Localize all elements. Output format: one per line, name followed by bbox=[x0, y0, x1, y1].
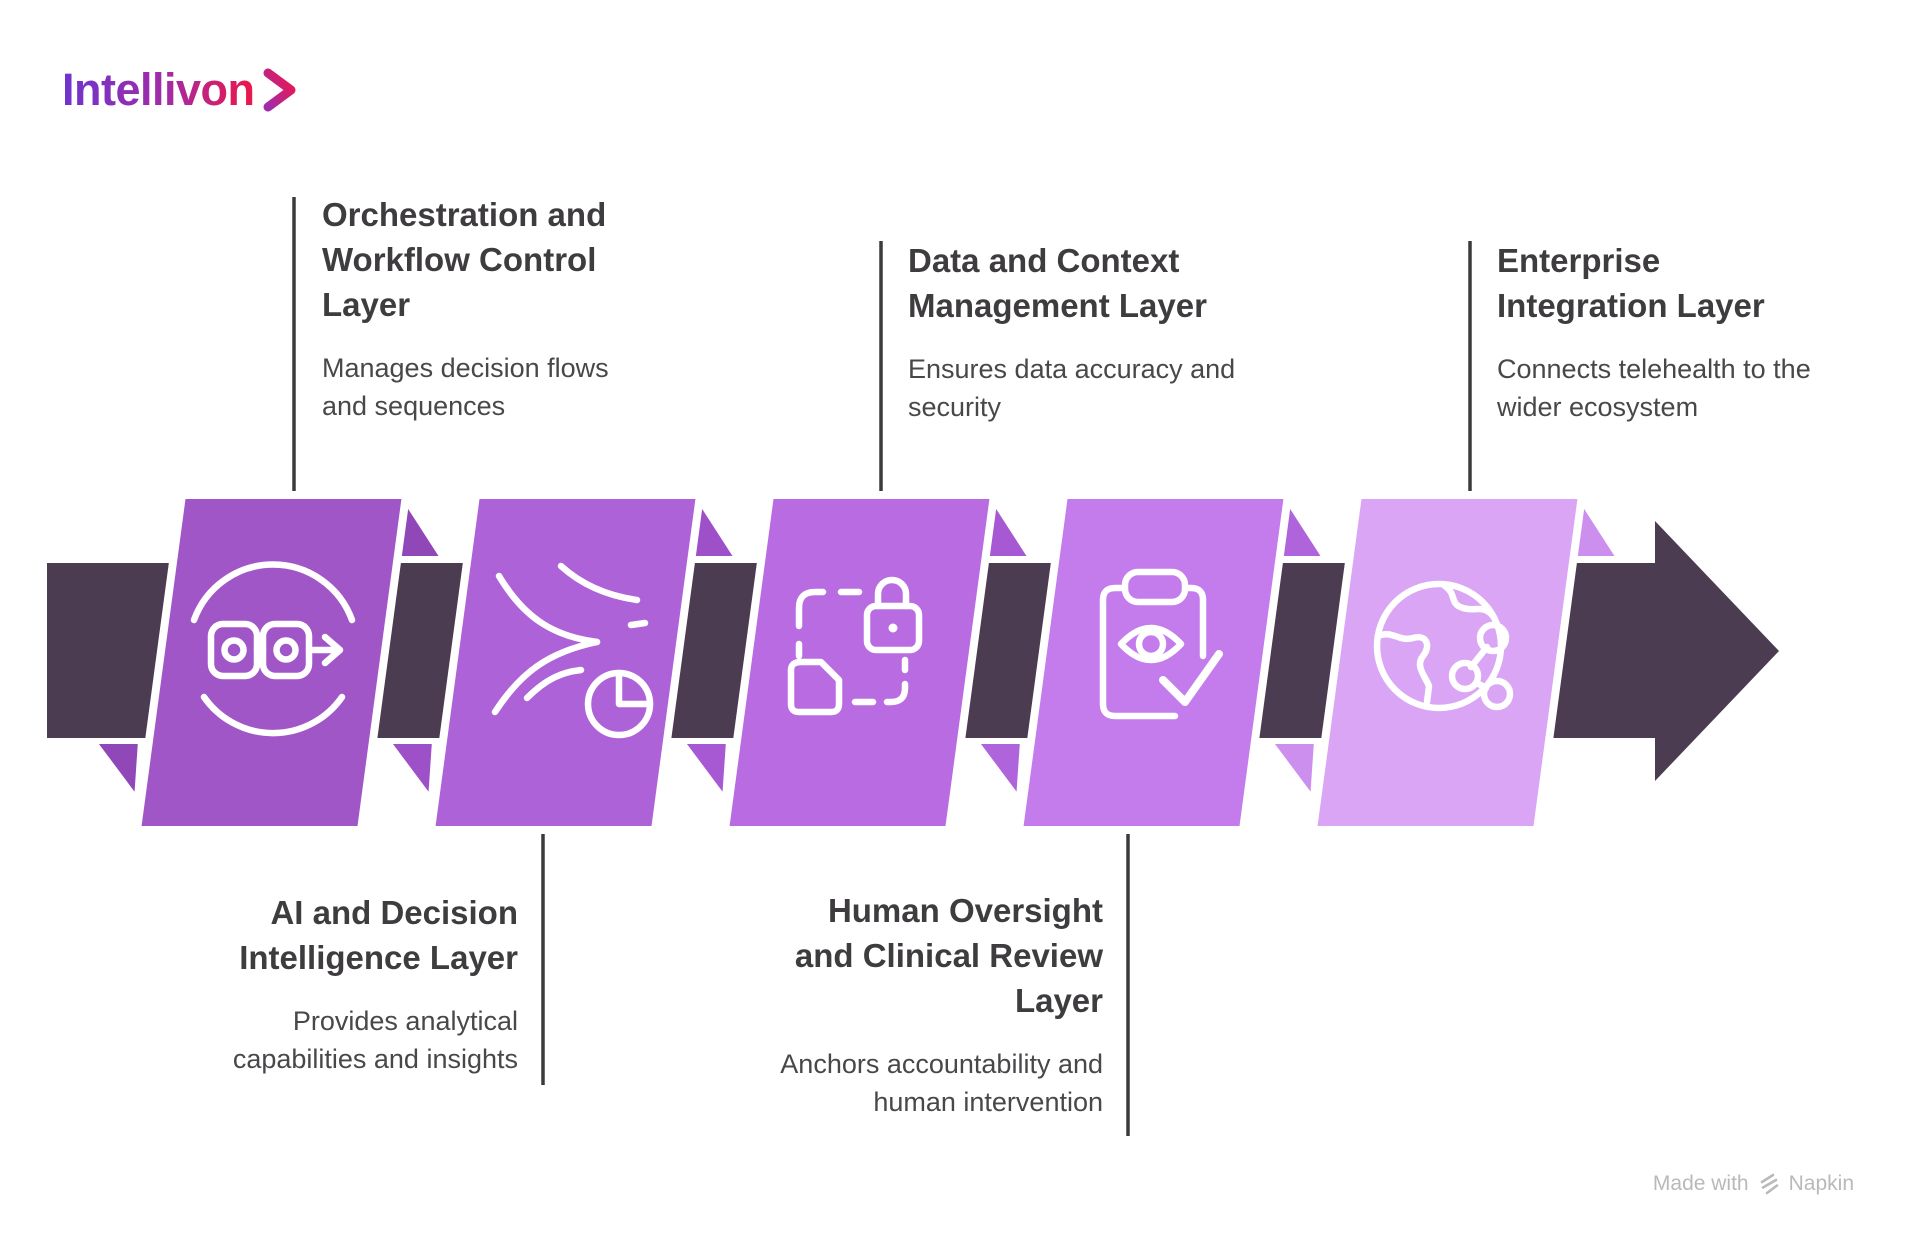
stage-3-title: Data and Context Management Layer bbox=[908, 242, 1207, 324]
stage-5-bottom-fold bbox=[1266, 738, 1320, 803]
logo-wordmark: Intellivon bbox=[62, 64, 255, 115]
stage-2-description: Provides analytical capabilities and ins… bbox=[232, 1006, 518, 1074]
stage-card-1 bbox=[133, 491, 410, 834]
stage-5-description: Connects telehealth to the wider ecosyst… bbox=[1497, 354, 1811, 422]
stage-card-5 bbox=[1309, 491, 1586, 834]
stage-1-description: Manages decision flows and sequences bbox=[322, 353, 609, 421]
stage-cards bbox=[133, 491, 1586, 834]
stage-1-bottom-fold bbox=[90, 738, 144, 803]
connector-lines bbox=[292, 197, 1472, 1136]
stage-card-3 bbox=[721, 491, 998, 834]
footer-credit: Made with Napkin bbox=[1653, 1172, 1854, 1196]
stage-2-bottom-fold bbox=[384, 738, 438, 803]
chevron-right-icon bbox=[263, 68, 296, 112]
data-lock-icon bbox=[791, 580, 919, 712]
stage-3-description: Ensures data accuracy and security bbox=[908, 354, 1236, 422]
stage-4-title: Human Oversight and Clinical Review Laye… bbox=[794, 892, 1103, 1019]
workflow-sequence-icon bbox=[194, 565, 352, 734]
made-with-text: Made with bbox=[1652, 1172, 1749, 1195]
decision-flows-pie-icon bbox=[495, 566, 650, 735]
logo: Intellivon bbox=[62, 64, 298, 116]
stage-1-title: Orchestration and Workflow Control Layer bbox=[322, 196, 607, 323]
stage-3-label: Data and Context Management Layer Ensure… bbox=[908, 238, 1235, 426]
stage-2-title: AI and Decision Intelligence Layer bbox=[239, 894, 518, 976]
stage-4-label: Human Oversight and Clinical Review Laye… bbox=[780, 888, 1103, 1121]
napkin-logo-icon bbox=[1760, 1173, 1778, 1195]
globe-network-icon bbox=[1377, 584, 1510, 708]
stage-5-title: Enterprise Integration Layer bbox=[1497, 242, 1765, 324]
stage-1-label: Orchestration and Workflow Control Layer… bbox=[322, 192, 609, 425]
stage-4-bottom-fold bbox=[972, 738, 1026, 803]
stage-2-label: AI and Decision Intelligence Layer Provi… bbox=[233, 890, 518, 1078]
napkin-brand-text: Napkin bbox=[1788, 1172, 1854, 1195]
stage-3-bottom-fold bbox=[678, 738, 732, 803]
clipboard-eye-review-icon bbox=[1103, 572, 1219, 716]
stage-card-2 bbox=[427, 491, 704, 834]
stage-5-label: Enterprise Integration Layer Connects te… bbox=[1497, 238, 1811, 426]
stage-4-description: Anchors accountability and human interve… bbox=[780, 1049, 1103, 1117]
